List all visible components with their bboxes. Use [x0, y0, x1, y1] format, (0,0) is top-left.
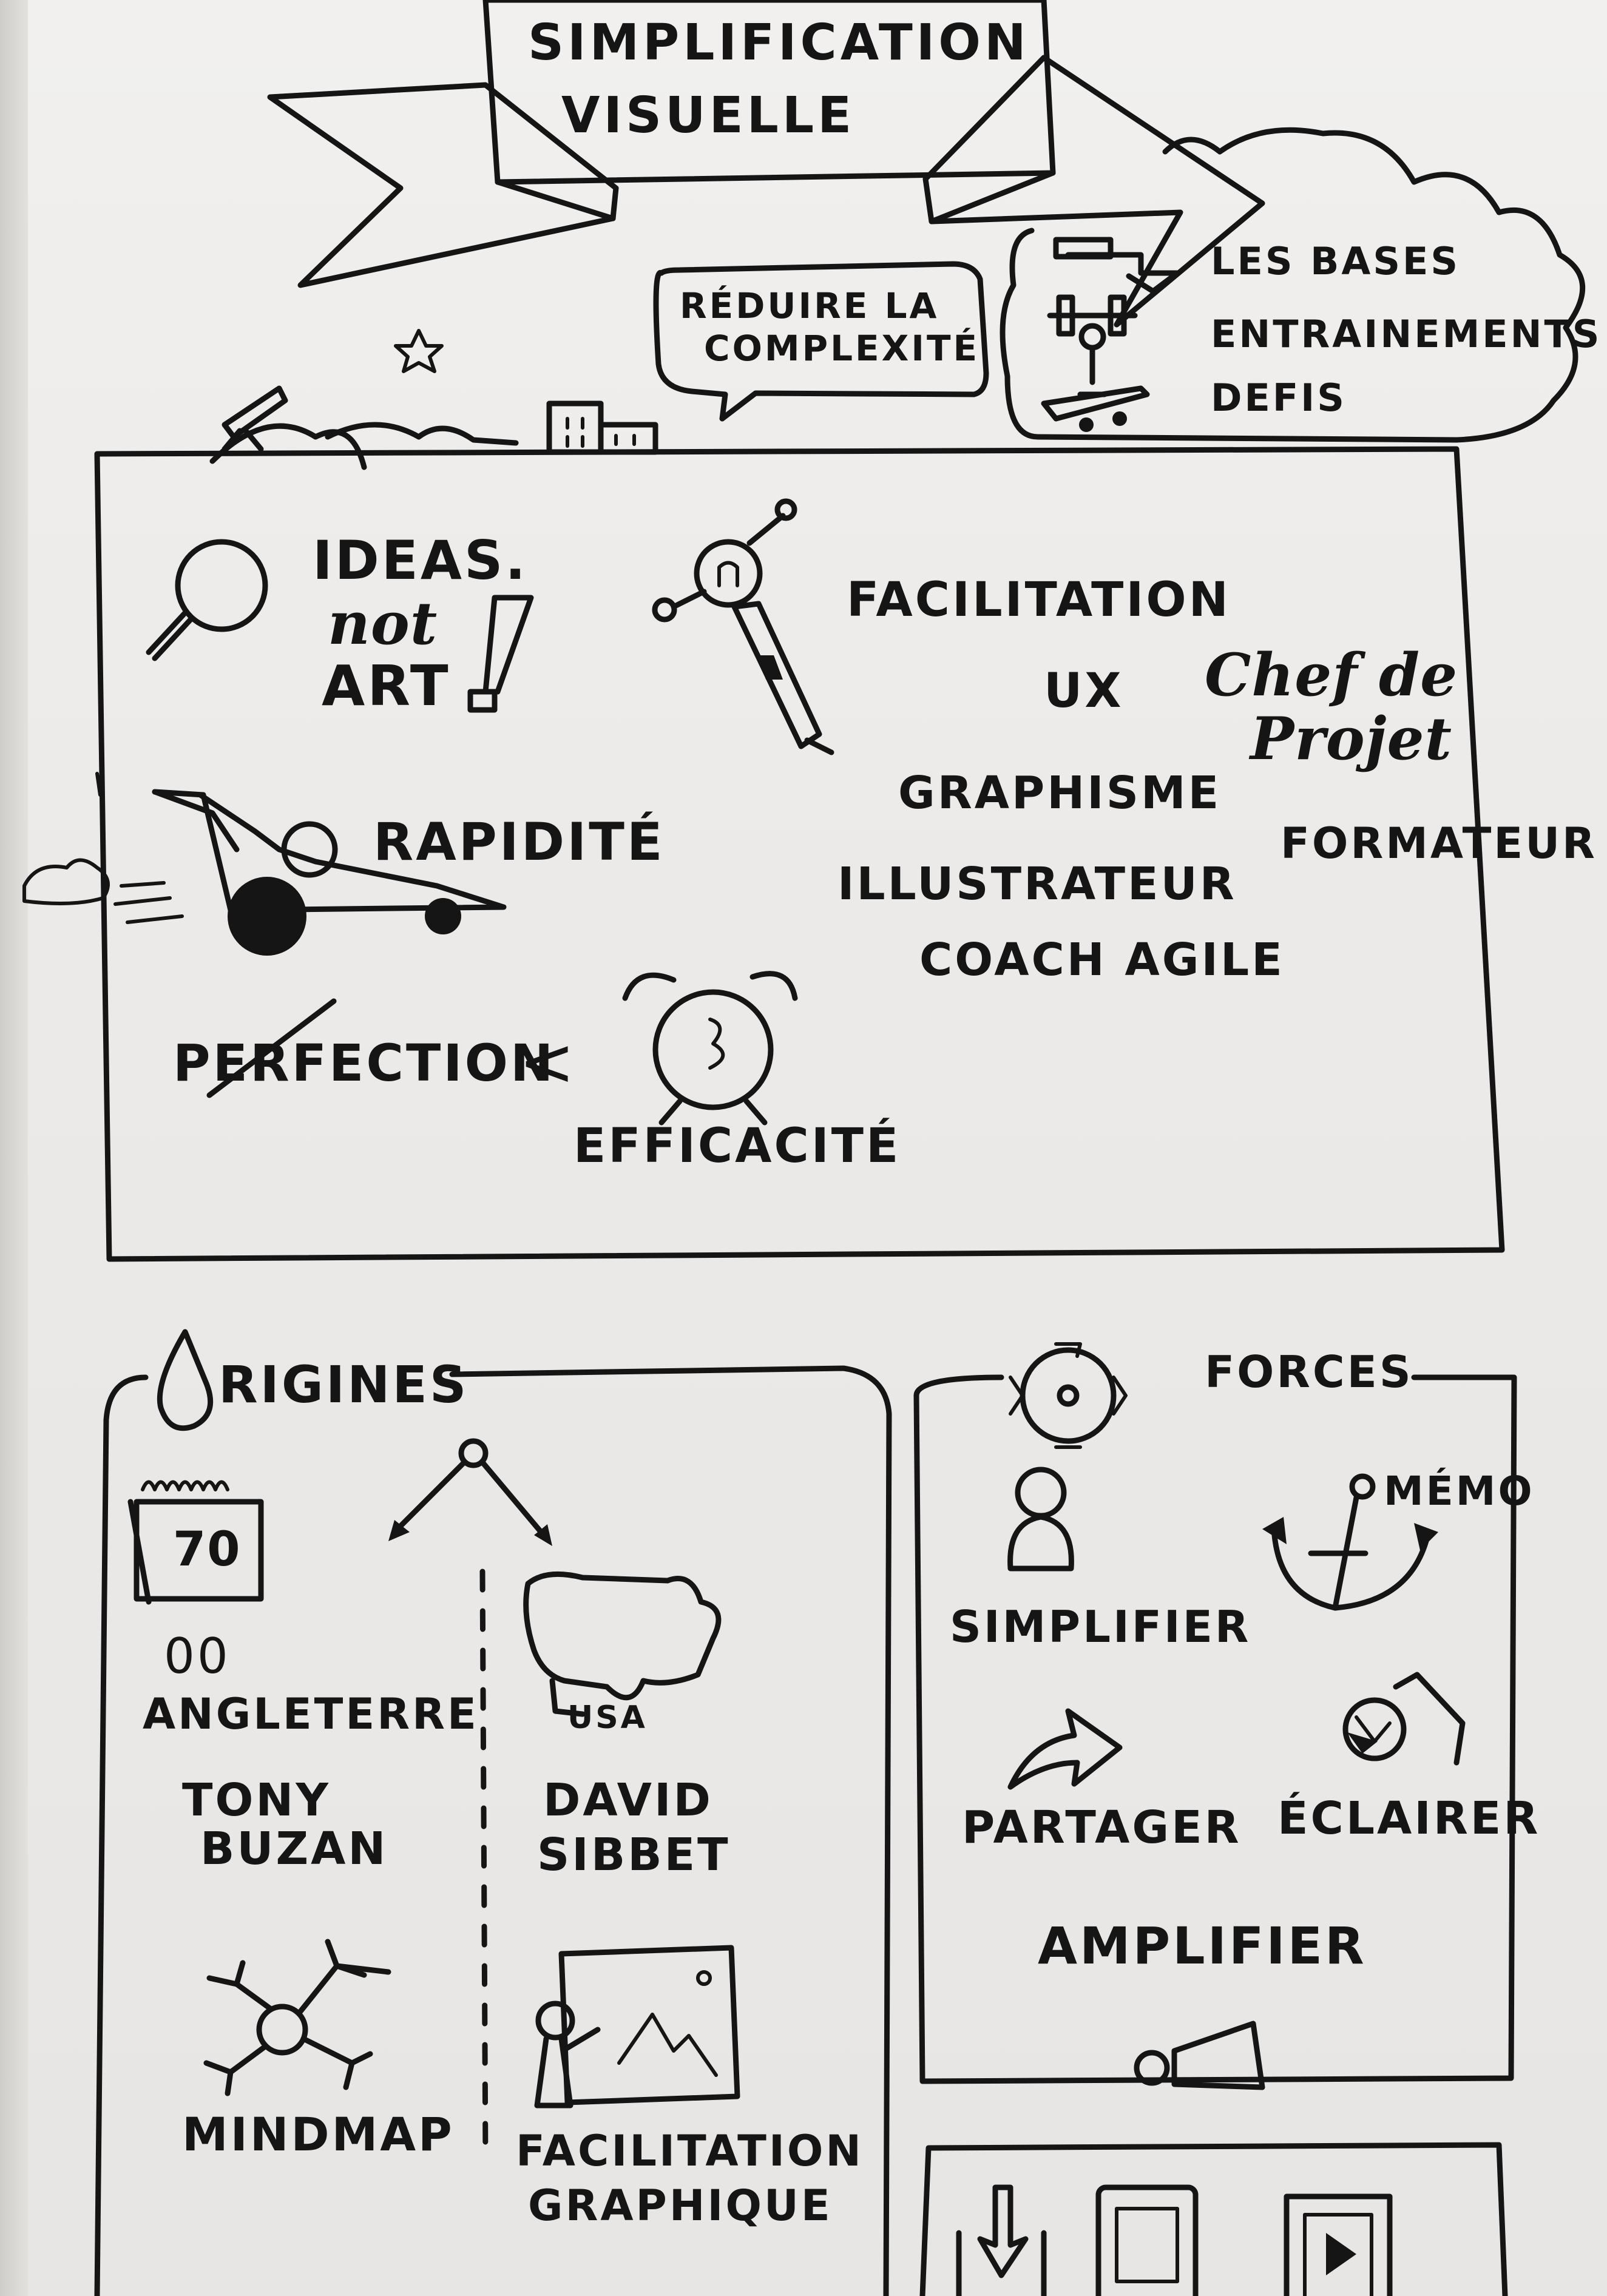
banner-title-line2: VISUELLE — [561, 87, 856, 144]
notebook-edge — [0, 0, 28, 2296]
force-eclairer: ÉCLAIRER — [1277, 1792, 1541, 1845]
star-icon — [394, 329, 444, 373]
anchor-icon — [1262, 1473, 1438, 1611]
uk-country: ANGLETERRE — [143, 1689, 479, 1739]
role-coach-agile: COACH AGILE — [919, 934, 1285, 986]
magnifier-icon — [146, 539, 268, 661]
telescope-icon — [222, 385, 288, 452]
arrow-down-right-icon — [1053, 237, 1180, 294]
role-facilitation: FACILITATION — [847, 573, 1231, 627]
role-chef-de-projet-line1: Chef de — [1205, 641, 1458, 709]
cloud-icon — [1000, 127, 1586, 443]
origines-frame — [94, 1365, 892, 2296]
arrow-icon — [1007, 1708, 1123, 1790]
skateboard-icon — [1041, 385, 1150, 432]
speech-bubble-line2: COMPLEXITÉ — [704, 328, 980, 369]
buildings-icon — [546, 400, 658, 455]
role-ux: UX — [1044, 664, 1124, 718]
cloud-item-defis: DEFIS — [1211, 376, 1347, 420]
calendar-year: 70 — [173, 1522, 242, 1577]
efficacite-label: EFFICACITÉ — [573, 1119, 901, 1173]
role-chef-de-projet-line2: Projet — [1250, 704, 1452, 773]
us-technique-line2: GRAPHIQUE — [528, 2181, 833, 2230]
us-person-line2: SIBBET — [537, 1829, 731, 1881]
download-icon — [956, 2184, 1047, 2296]
origines-title: RIGINES — [218, 1355, 469, 1414]
perfection-strike — [206, 998, 337, 1098]
usa-map-icon — [523, 1571, 722, 1717]
alarm-clock-icon — [622, 971, 798, 1126]
ideas-line1: IDEAS. — [313, 529, 528, 592]
split-arrows-icon — [388, 1438, 552, 1546]
flipchart-icon — [534, 1945, 740, 2109]
lightbulb-person-icon — [652, 498, 834, 755]
dumbbell-icon — [1047, 294, 1138, 397]
force-simplifier: SIMPLIFIER — [950, 1601, 1251, 1652]
exclamation-icon — [467, 595, 534, 713]
video-icon — [1284, 2193, 1393, 2296]
uk-person-line1: TONY — [182, 1774, 331, 1826]
media-frame — [919, 2142, 1508, 2296]
uk-person-line2: BUZAN — [200, 1823, 388, 1875]
role-graphisme: GRAPHISME — [898, 767, 1222, 819]
us-technique-line1: FACILITATION — [516, 2126, 864, 2176]
less-than-symbol: < — [519, 1023, 578, 1101]
megaphone-icon — [1134, 2021, 1265, 2090]
ideas-line2: not — [328, 589, 438, 658]
role-illustrateur: ILLUSTRATEUR — [837, 858, 1237, 910]
forces-frame — [913, 1374, 1517, 2084]
banner-ribbon — [267, 0, 1265, 328]
gear-icon — [1009, 1342, 1128, 1449]
origines-divider — [479, 1568, 489, 2163]
force-memo: MÉMO — [1384, 1468, 1535, 1514]
us-country: USA — [567, 1700, 648, 1736]
us-person-line1: DAVID — [543, 1774, 713, 1826]
banner-title-line1: SIMPLIFICATION — [528, 14, 1030, 72]
decade-label: 00 — [164, 1628, 231, 1684]
main-panel-frame — [94, 446, 1505, 1262]
forces-title: FORCES — [1205, 1346, 1413, 1397]
tablet-icon — [1095, 2184, 1199, 2296]
force-partager: PARTAGER — [962, 1801, 1242, 1854]
cloud-item-entrainements: ENTRAINEMENTS — [1211, 312, 1602, 356]
calendar-icon — [127, 1480, 264, 1605]
perfection-label: PERFECTION — [173, 1033, 556, 1093]
origines-drop-icon — [157, 1329, 214, 1431]
cloud-item-les-bases: LES BASES — [1211, 239, 1460, 283]
ideas-line3: ART — [322, 653, 451, 718]
rapidite-label: RAPIDITÉ — [373, 812, 665, 873]
uk-technique: MINDMAP — [182, 2107, 455, 2161]
force-amplifier: AMPLIFIER — [1038, 1916, 1367, 1976]
lightbulb-icon — [1342, 1672, 1466, 1766]
role-formateur: FORMATEUR — [1281, 819, 1597, 868]
person-icon — [1007, 1467, 1074, 1572]
race-car-icon — [22, 772, 507, 956]
speech-bubble-line1: RÉDUIRE LA — [680, 285, 939, 326]
mindmap-icon — [203, 1939, 391, 2096]
speech-bubble — [653, 261, 989, 422]
